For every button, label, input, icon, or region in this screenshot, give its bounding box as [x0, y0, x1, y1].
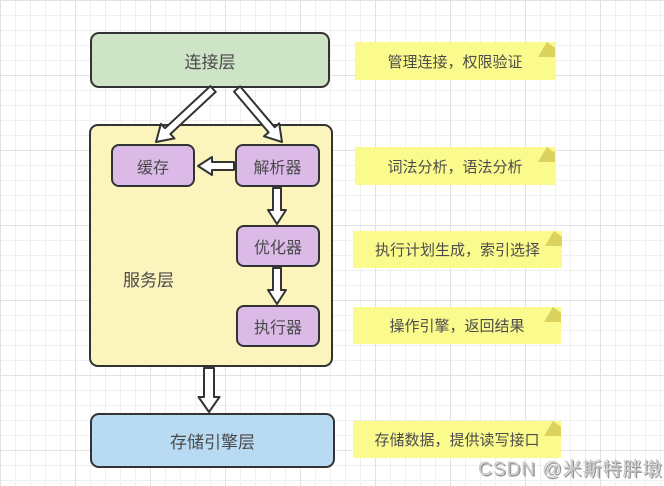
folded-corner-icon	[538, 42, 555, 57]
sticky-note-storage: 存储数据，提供读写接口	[353, 421, 561, 458]
folded-corner-icon	[544, 307, 561, 322]
parser-label: 解析器	[253, 159, 302, 177]
service-layer-label: 服务层	[123, 271, 174, 290]
storage-layer-label: 存储引擎层	[170, 433, 255, 452]
sticky-note-text: 存储数据，提供读写接口	[374, 432, 540, 449]
sticky-note-executor: 操作引擎，返回结果	[353, 307, 561, 344]
node-optimizer: 优化器	[236, 225, 320, 267]
sticky-note-parser: 词法分析，语法分析	[355, 147, 555, 185]
node-executor: 执行器	[236, 305, 320, 347]
optimizer-label: 优化器	[253, 240, 302, 257]
edge-service-to-storage	[197, 367, 221, 413]
folded-corner-icon	[538, 147, 555, 162]
connection-layer-label: 连接层	[184, 52, 236, 72]
sticky-note-connection: 管理连接，权限验证	[355, 42, 555, 80]
executor-label: 执行器	[253, 320, 302, 337]
cache-label: 缓存	[136, 159, 169, 177]
sticky-note-text: 执行计划生成，索引选择	[374, 242, 540, 259]
sticky-note-text: 管理连接，权限验证	[387, 53, 523, 71]
node-storage-engine-layer: 存储引擎层	[90, 413, 335, 468]
sticky-note-optimizer: 执行计划生成，索引选择	[353, 231, 562, 268]
folded-corner-icon	[544, 421, 561, 436]
node-cache: 缓存	[111, 144, 195, 187]
node-parser: 解析器	[235, 144, 320, 187]
csdn-watermark: CSDN @米斯特胖墩	[478, 459, 663, 480]
sticky-note-text: 词法分析，语法分析	[387, 158, 523, 176]
node-connection-layer: 连接层	[90, 32, 330, 88]
sticky-note-text: 操作引擎，返回结果	[389, 318, 525, 335]
folded-corner-icon	[545, 231, 562, 246]
